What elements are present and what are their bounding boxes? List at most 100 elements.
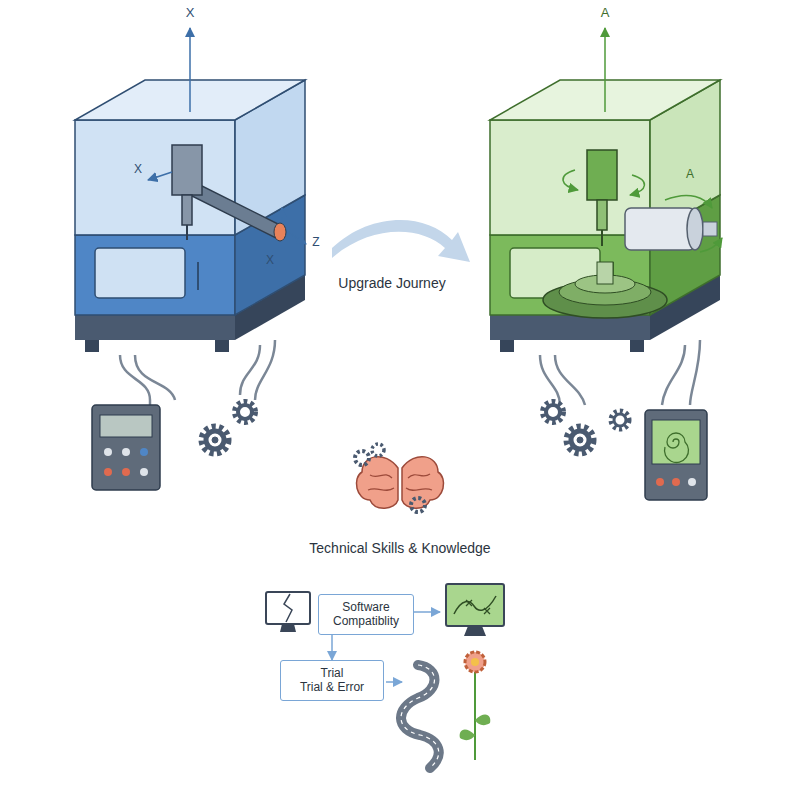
three-axis-machine-part xyxy=(148,172,172,180)
gear-icons-part xyxy=(577,437,583,443)
three-axis-machine-part xyxy=(120,340,275,410)
upgrade-arrow-part xyxy=(332,220,470,262)
five-axis-machine-part xyxy=(540,340,700,405)
three-axis-machine-part xyxy=(85,340,99,352)
workflow-icons-part xyxy=(266,592,310,624)
gear-icons-part xyxy=(614,414,626,426)
gear-icons-part xyxy=(567,427,593,453)
upgrade-arrow xyxy=(332,220,470,262)
five-axis-machine xyxy=(490,28,722,500)
process-box: Software Compatiblity xyxy=(318,594,414,635)
five-axis-machine-part xyxy=(597,262,613,284)
five-axis-machine-part xyxy=(563,170,578,190)
five-axis-machine-part xyxy=(625,208,695,250)
three-axis-machine-part xyxy=(215,340,229,352)
five-axis-machine-part xyxy=(652,420,700,464)
workflow-icons-part xyxy=(401,665,439,768)
gear-icons-part xyxy=(238,405,252,419)
gear-icons-part xyxy=(206,431,224,449)
five-axis-machine-part xyxy=(688,478,696,486)
workflow-icons-part xyxy=(280,624,296,632)
three-axis-machine-part xyxy=(274,223,286,241)
gear-icons-part xyxy=(543,402,563,422)
axis-label: A xyxy=(686,168,694,182)
five-axis-machine-part xyxy=(645,410,707,500)
five-axis-machine-part xyxy=(656,478,664,486)
workflow-icons-part xyxy=(446,584,504,626)
brain-icon-part xyxy=(368,474,432,490)
box-text: Trial & Error xyxy=(289,680,375,694)
three-axis-machine-part xyxy=(104,448,112,456)
flow-arrow xyxy=(331,635,333,660)
gear-icons-part xyxy=(611,411,629,429)
three-axis-machine-part xyxy=(172,145,202,195)
five-axis-machine-part xyxy=(665,195,712,208)
gear-icons xyxy=(202,402,629,453)
five-axis-machine-part xyxy=(587,150,617,200)
box-text: Trial xyxy=(289,666,375,680)
three-axis-machine-part xyxy=(281,208,283,222)
five-axis-machine-part xyxy=(500,340,514,352)
brain-icon xyxy=(355,444,444,512)
five-axis-machine-part xyxy=(700,238,722,252)
brain-icon-part xyxy=(372,444,384,456)
caption-text: Technical Skills & Knowledge xyxy=(307,540,492,556)
gear-icons-part xyxy=(546,405,560,419)
workflow-icons-part xyxy=(465,652,485,672)
workflow-icons-part xyxy=(386,681,402,683)
three-axis-machine-part xyxy=(104,468,112,476)
caption-text: Upgrade Journey xyxy=(336,275,447,291)
three-axis-machine-part xyxy=(189,28,191,112)
workflow-icons-part xyxy=(454,596,496,614)
three-axis-machine-part xyxy=(140,448,148,456)
axis-label: A xyxy=(601,6,610,21)
workflow-icons-part xyxy=(284,594,292,622)
five-axis-machine-part xyxy=(490,315,650,340)
five-axis-machine-part xyxy=(664,433,688,462)
three-axis-machine-part xyxy=(92,405,160,490)
five-axis-machine-part xyxy=(687,208,703,250)
workflow-icons-part xyxy=(471,658,479,666)
three-axis-machine-part xyxy=(75,315,235,340)
three-axis-machine-part xyxy=(95,248,185,298)
three-axis-machine-part xyxy=(182,195,192,225)
three-axis-machine-part xyxy=(140,468,148,476)
gear-icons-part xyxy=(202,427,228,453)
five-axis-machine-part xyxy=(604,28,606,112)
workflow-icons-part xyxy=(414,611,440,613)
box-text: Software Compatiblity xyxy=(327,600,405,629)
brain-icon-part xyxy=(402,457,444,509)
workflow-icons-part xyxy=(464,626,486,636)
gear-icons-part xyxy=(235,402,255,422)
five-axis-machine-part xyxy=(630,175,644,195)
workflow-icons xyxy=(266,584,504,768)
workflow-icons-part xyxy=(474,672,476,760)
workflow-icons-part xyxy=(401,665,439,768)
axis-label: X xyxy=(186,6,195,21)
three-axis-machine-part xyxy=(75,120,235,235)
three-axis-machine xyxy=(75,28,306,490)
five-axis-machine-part xyxy=(630,340,644,352)
process-box: TrialTrial & Error xyxy=(280,660,384,701)
brain-icon-part xyxy=(356,457,398,509)
five-axis-machine-part xyxy=(597,200,607,230)
three-axis-machine-part xyxy=(75,235,235,315)
three-axis-machine-part xyxy=(100,415,152,437)
axis-label: Z xyxy=(312,236,319,250)
workflow-icons-part xyxy=(460,714,491,740)
three-axis-machine-part xyxy=(122,468,130,476)
three-axis-machine-part xyxy=(186,225,188,240)
three-axis-machine-part xyxy=(288,232,306,244)
axis-label: X xyxy=(266,254,274,268)
gear-icons-part xyxy=(571,431,589,449)
brain-icon-part xyxy=(355,451,369,465)
five-axis-machine-part xyxy=(672,478,680,486)
axis-label: X xyxy=(134,163,142,177)
five-axis-machine-part xyxy=(703,222,717,236)
gear-icons-part xyxy=(212,437,218,443)
three-axis-machine-part xyxy=(197,262,199,290)
three-axis-machine-part xyxy=(122,448,130,456)
